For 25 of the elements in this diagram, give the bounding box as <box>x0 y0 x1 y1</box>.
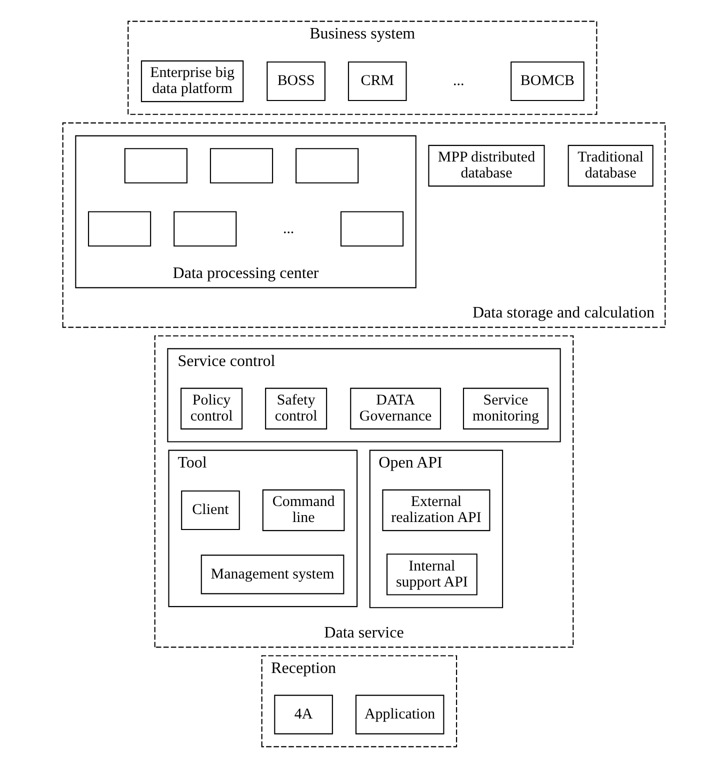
node-box <box>124 148 187 184</box>
node-box: External realization API <box>382 489 490 532</box>
node-box <box>173 211 236 247</box>
node-box <box>340 211 404 247</box>
node-box: Safety control <box>264 388 327 430</box>
node-box <box>209 148 273 184</box>
label: ... <box>452 73 464 90</box>
node-box: BOMCB <box>510 61 584 102</box>
node-box <box>87 211 151 247</box>
node-box: MPP distributed database <box>428 144 544 187</box>
node-box: Command line <box>262 489 344 532</box>
node-box: Policy control <box>180 388 242 430</box>
node-box: Management system <box>200 554 344 594</box>
node-box: Service monitoring <box>462 388 548 430</box>
label: ... <box>282 220 294 237</box>
node-box: Traditional database <box>567 144 653 187</box>
node-box: DATA Governance <box>350 388 441 430</box>
node-box: 4A <box>274 694 332 734</box>
node-box: Internal support API <box>386 554 477 596</box>
node-box: BOSS <box>266 61 325 102</box>
node-box: Application <box>354 694 444 734</box>
node-box <box>295 148 358 184</box>
node-box: Enterprise big data platform <box>140 60 244 102</box>
node-box: Client <box>180 490 240 530</box>
node-box: CRM <box>347 61 406 102</box>
